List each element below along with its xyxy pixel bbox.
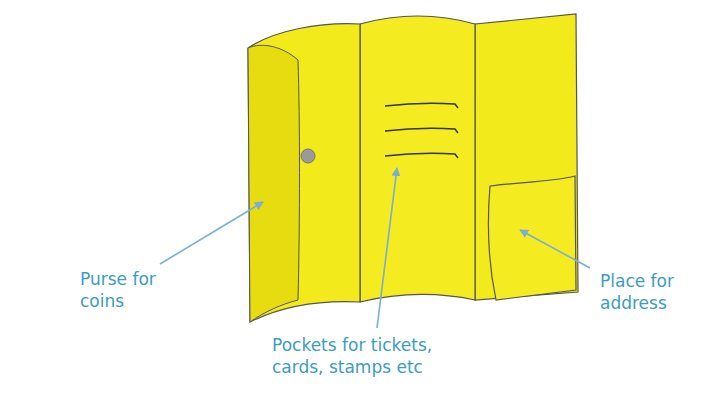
callout-label: Pockets for tickets, cards, stamps etc: [272, 334, 477, 378]
card-slot: [385, 153, 458, 158]
purse-flap: [248, 24, 360, 322]
address-pocket: [488, 176, 576, 300]
purse-button: [301, 149, 315, 163]
card-slot: [385, 128, 458, 133]
callout-label: Place for address: [600, 270, 705, 314]
leader-line: [377, 168, 397, 328]
leader-line: [520, 230, 590, 268]
leader-line: [160, 202, 263, 264]
purse-curl: [248, 45, 300, 322]
card-slot: [385, 103, 458, 108]
callout-label: Purse for coins: [80, 268, 180, 312]
right-panel: [475, 14, 578, 300]
middle-panel: [360, 16, 475, 302]
